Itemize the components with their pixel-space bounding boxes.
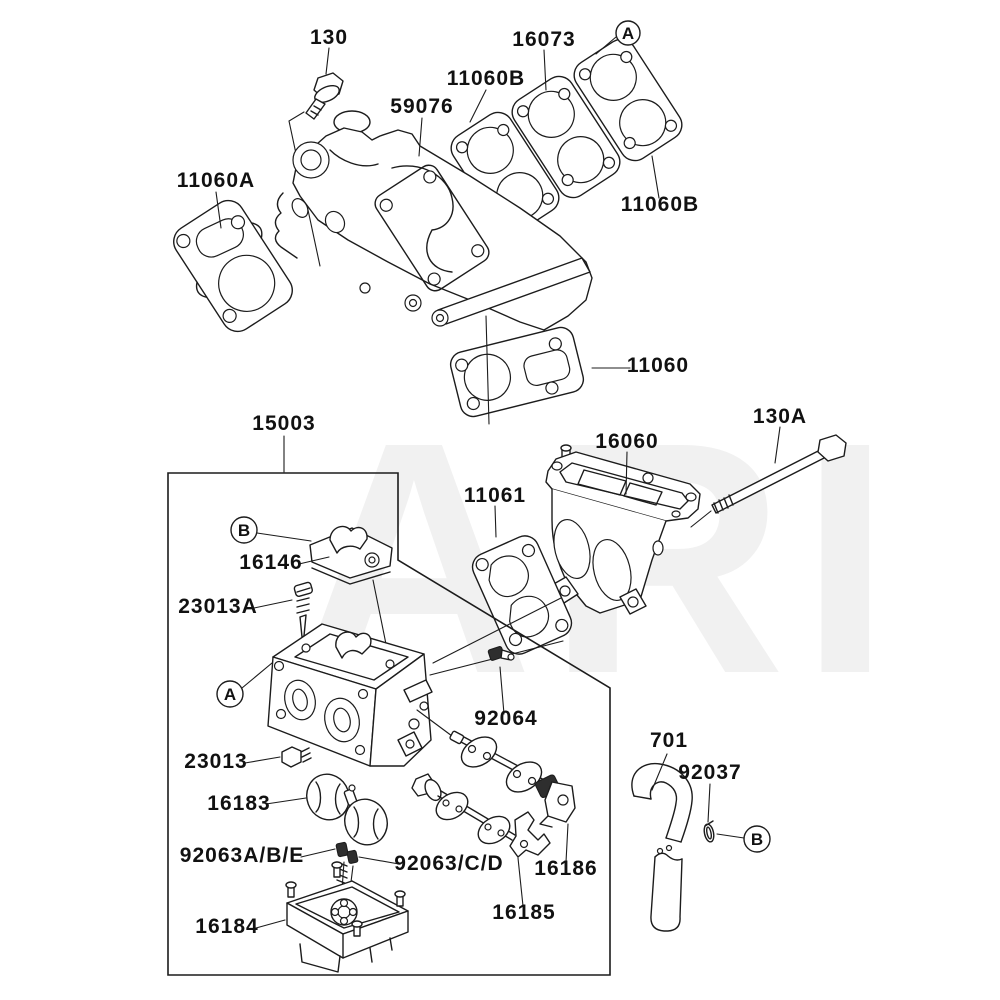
- part-label-23013[interactable]: 23013: [184, 750, 247, 773]
- part-label-11060b-top[interactable]: 11060B: [447, 67, 525, 90]
- cover-16146-drawing: [309, 525, 393, 585]
- part-label-92063abe[interactable]: 92063A/B/E: [180, 844, 304, 867]
- part-label-701[interactable]: 701: [650, 729, 688, 752]
- part-label-92037[interactable]: 92037: [678, 761, 741, 784]
- float-16183-drawing: [306, 773, 388, 846]
- screw-23013a-drawing: [293, 581, 314, 651]
- tube-701-drawing: [631, 762, 693, 932]
- part-label-16146[interactable]: 16146: [239, 551, 302, 574]
- choke-shaft-16185-drawing: [411, 773, 551, 858]
- part-label-11061[interactable]: 11061: [464, 484, 526, 507]
- part-label-11060a[interactable]: 11060A: [177, 169, 255, 192]
- callout-b-cover: B: [230, 516, 258, 544]
- part-label-130a[interactable]: 130A: [753, 405, 807, 428]
- part-label-92064[interactable]: 92064: [474, 707, 537, 730]
- gasket-11060a-drawing: [173, 199, 293, 333]
- assembly-15003-box: [167, 472, 611, 976]
- throttle-shaft-16186-drawing: [449, 730, 576, 828]
- part-label-11060[interactable]: 11060: [627, 354, 689, 377]
- part-label-130[interactable]: 130: [310, 26, 348, 49]
- gasket-11061-drawing: [471, 535, 573, 655]
- callout-a-carb-letter: A: [224, 685, 236, 704]
- callout-a-carb: A: [216, 680, 244, 708]
- screw-23013-drawing: [281, 746, 312, 768]
- part-label-16185[interactable]: 16185: [492, 901, 555, 924]
- carburetor-body-drawing: [267, 623, 433, 767]
- manifold-59076-drawing: [274, 110, 593, 331]
- bolt-130-drawing: [305, 72, 344, 120]
- callout-a-top-letter: A: [622, 24, 634, 43]
- part-label-16186[interactable]: 16186: [534, 857, 597, 880]
- part-label-92063cd[interactable]: 92063/C/D: [394, 852, 503, 875]
- part-label-23013a[interactable]: 23013A: [178, 595, 258, 618]
- callout-b-cover-letter: B: [238, 521, 250, 540]
- part-label-15003[interactable]: 15003: [252, 412, 315, 435]
- callout-b-clamp: B: [743, 825, 771, 853]
- part-label-16073[interactable]: 16073: [512, 28, 575, 51]
- gasket-11060-drawing: [449, 326, 585, 418]
- callout-b-clamp-letter: B: [751, 830, 763, 849]
- part-label-16060[interactable]: 16060: [595, 430, 658, 453]
- bolt-130a-drawing: [711, 434, 847, 514]
- part-label-16183[interactable]: 16183: [207, 792, 270, 815]
- part-label-59076[interactable]: 59076: [390, 95, 453, 118]
- part-label-16184[interactable]: 16184: [195, 915, 258, 938]
- adapter-16060-drawing: [545, 444, 701, 615]
- jet-92063cd-drawing: [346, 849, 359, 864]
- clamp-92037-drawing: [703, 820, 715, 843]
- float-bowl-16184-drawing: [285, 861, 409, 973]
- part-label-11060b-right[interactable]: 11060B: [621, 193, 699, 216]
- jet-92063abe-drawing: [335, 841, 349, 858]
- sensor-92064-drawing: [487, 646, 515, 661]
- callout-a-top: A: [615, 20, 641, 46]
